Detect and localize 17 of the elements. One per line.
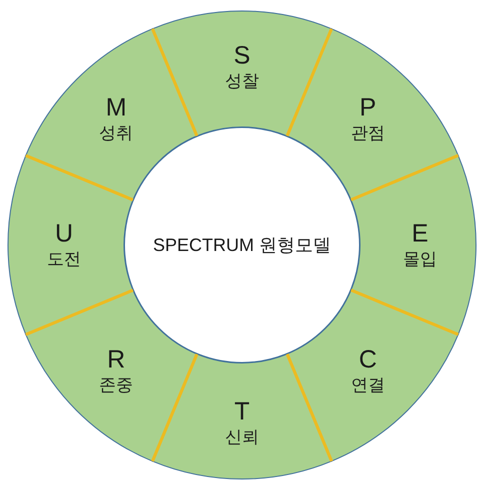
center-title: SPECTRUM 원형모델 (152, 234, 331, 257)
segment-label: 성취 (99, 122, 134, 145)
segment-letter: E (412, 220, 428, 248)
segment-letter: S (234, 42, 250, 70)
segment-letter: U (54, 220, 74, 248)
segment-label: 관점 (350, 122, 385, 145)
segment-letter: C (358, 345, 377, 374)
segment-label: 존중 (99, 374, 134, 396)
segment-label: 몰입 (403, 248, 437, 270)
segment-letter: R (107, 345, 126, 374)
segment-letter: M (106, 94, 127, 123)
segment-letter: P (360, 94, 376, 123)
segment-letter: T (234, 398, 250, 426)
segment-label: 연결 (350, 374, 385, 396)
segment-label: 신뢰 (225, 426, 259, 448)
segment-label: 도전 (47, 248, 81, 270)
segment-label: 성찰 (225, 70, 259, 92)
